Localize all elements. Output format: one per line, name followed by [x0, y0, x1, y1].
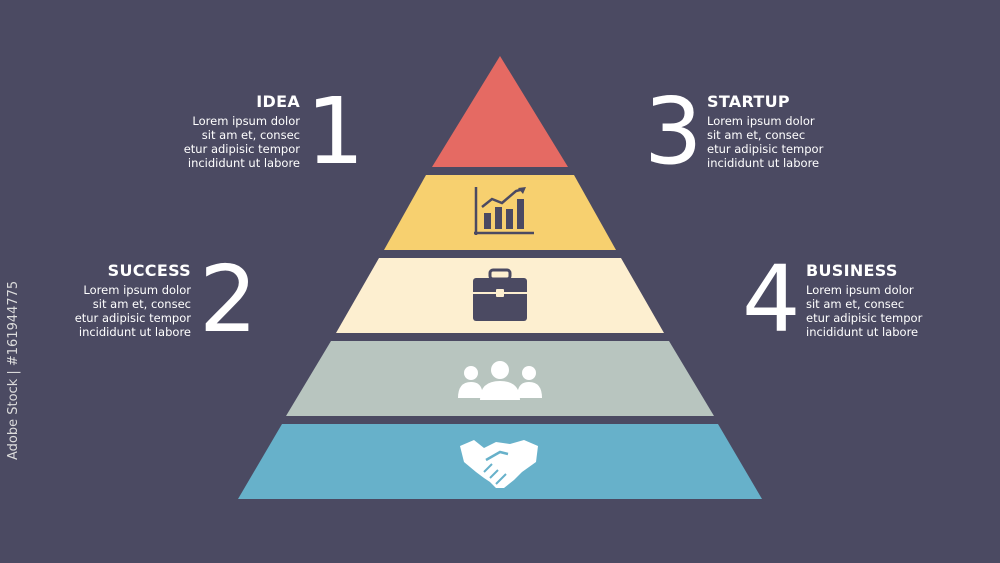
step-2-title: SUCCESS	[107, 261, 191, 280]
step-3-title: STARTUP	[707, 92, 790, 111]
people-icon	[458, 361, 542, 400]
step-3-text-block: STARTUP Lorem ipsum dolor sit am et, con…	[707, 92, 877, 171]
step-1-text-block: IDEA Lorem ipsum dolor sit am et, consec…	[130, 92, 300, 171]
briefcase-icon	[473, 268, 527, 321]
step-2-description: Lorem ipsum dolor sit am et, consec etur…	[74, 283, 191, 339]
step-4-description: Lorem ipsum dolor sit am et, consec etur…	[806, 283, 923, 339]
bar-chart-icon	[474, 187, 534, 235]
step-4-title: BUSINESS	[806, 261, 898, 280]
step-4-text-block: BUSINESS Lorem ipsum dolor sit am et, co…	[806, 261, 976, 340]
step-1-number: 1	[306, 78, 365, 185]
step-3-number: 3	[644, 78, 703, 185]
step-3-description: Lorem ipsum dolor sit am et, consec etur…	[707, 114, 824, 170]
handshake-icon	[460, 440, 538, 488]
stock-watermark: Adobe Stock | #161944775	[6, 280, 21, 460]
step-1-description: Lorem ipsum dolor sit am et, consec etur…	[183, 114, 300, 170]
step-2-number: 2	[199, 246, 258, 353]
step-4-number: 4	[742, 246, 801, 353]
pyramid-level-1	[432, 56, 568, 167]
step-1-title: IDEA	[256, 92, 300, 111]
step-2-text-block: SUCCESS Lorem ipsum dolor sit am et, con…	[21, 261, 191, 340]
